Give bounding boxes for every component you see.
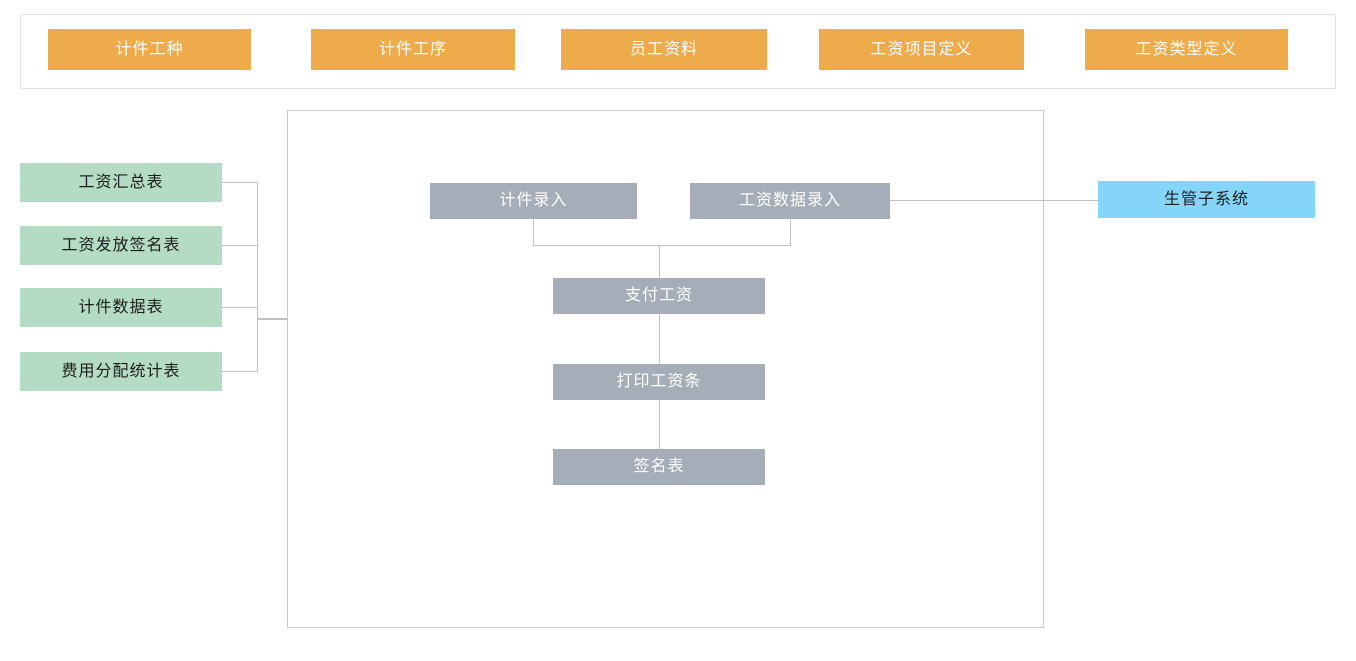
external-system-box-production-management[interactable]: 生管子系统 (1098, 181, 1315, 218)
connector-entries-join (533, 245, 791, 246)
connector-report-salary-payment-signature (222, 245, 258, 246)
connector-salary-data-entry-to-external (890, 200, 1098, 201)
process-box-signature-sheet[interactable]: 签名表 (553, 449, 765, 485)
connector-report-bus (257, 182, 258, 372)
toolbar-button-piecework-type[interactable]: 计件工种 (48, 29, 251, 70)
process-box-piecework-entry[interactable]: 计件录入 (430, 183, 637, 219)
process-box-print-payslip[interactable]: 打印工资条 (553, 364, 765, 400)
connector-piecework-entry-down (533, 219, 534, 245)
process-box-pay-salary[interactable]: 支付工资 (553, 278, 765, 314)
connector-bus-to-container (257, 318, 288, 320)
process-box-salary-data-entry[interactable]: 工资数据录入 (690, 183, 890, 219)
report-box-salary-payment-signature[interactable]: 工资发放签名表 (20, 226, 222, 265)
toolbar-button-salary-type-definition[interactable]: 工资类型定义 (1085, 29, 1288, 70)
connector-join-to-pay-salary (659, 245, 660, 278)
report-box-salary-summary[interactable]: 工资汇总表 (20, 163, 222, 202)
connector-salary-data-entry-down (790, 219, 791, 245)
toolbar-button-salary-item-definition[interactable]: 工资项目定义 (819, 29, 1024, 70)
report-box-cost-allocation-stats[interactable]: 费用分配统计表 (20, 352, 222, 391)
toolbar-button-employee-info[interactable]: 员工资料 (561, 29, 767, 70)
connector-report-piecework-data (222, 307, 258, 308)
connector-print-payslip-to-signature (659, 400, 660, 449)
report-box-piecework-data[interactable]: 计件数据表 (20, 288, 222, 327)
connector-pay-salary-to-print-payslip (659, 314, 660, 364)
toolbar: 计件工种 计件工序 员工资料 工资项目定义 工资类型定义 (20, 14, 1336, 89)
toolbar-button-piecework-process[interactable]: 计件工序 (311, 29, 515, 70)
connector-report-salary-summary (222, 182, 258, 183)
connector-report-cost-allocation-stats (222, 371, 258, 372)
